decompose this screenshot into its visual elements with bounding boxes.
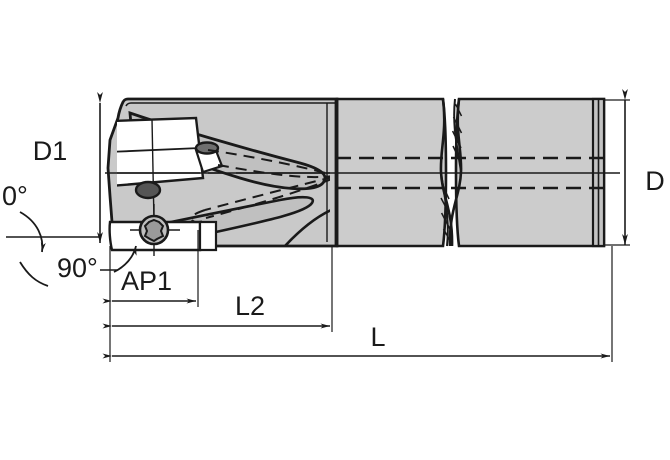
l2-label: L2 bbox=[235, 291, 265, 321]
l-label: L bbox=[370, 322, 385, 352]
angle-90-leader-arrow bbox=[113, 245, 137, 273]
locating-hole bbox=[134, 180, 162, 200]
angle-0-arc-upper bbox=[19, 211, 46, 253]
torx-screw bbox=[130, 204, 180, 256]
angle-0-arc-lower bbox=[19, 261, 49, 287]
flute-flank-line bbox=[284, 206, 330, 245]
center-axis bbox=[105, 156, 620, 190]
hidden-flute-lines bbox=[190, 149, 330, 224]
angle-90-label: 90° bbox=[57, 253, 98, 283]
d-label: D bbox=[645, 166, 665, 196]
head-bottom-land-step bbox=[198, 220, 218, 252]
dimension-l: L bbox=[102, 322, 610, 359]
dimension-l2: L2 bbox=[102, 291, 330, 329]
cutter-head bbox=[106, 97, 339, 256]
d1-label: D1 bbox=[33, 136, 68, 166]
torx-screw-socket bbox=[143, 218, 165, 243]
extension-lines bbox=[109, 230, 613, 362]
ap1-label: AP1 bbox=[121, 266, 172, 296]
angle-0-label: 0° bbox=[2, 181, 28, 211]
head-top-rim bbox=[125, 102, 336, 107]
angle-0-annotation: 0° bbox=[2, 181, 100, 287]
dimension-d: D bbox=[604, 89, 665, 246]
angle-90-annotation: 90° bbox=[57, 245, 137, 283]
insert-pocket bbox=[117, 116, 205, 188]
insert-edge-line bbox=[117, 147, 201, 153]
break-line bbox=[439, 98, 463, 247]
dimension-ap1: AP1 bbox=[102, 266, 196, 304]
dimension-d1: D1 bbox=[33, 92, 103, 243]
